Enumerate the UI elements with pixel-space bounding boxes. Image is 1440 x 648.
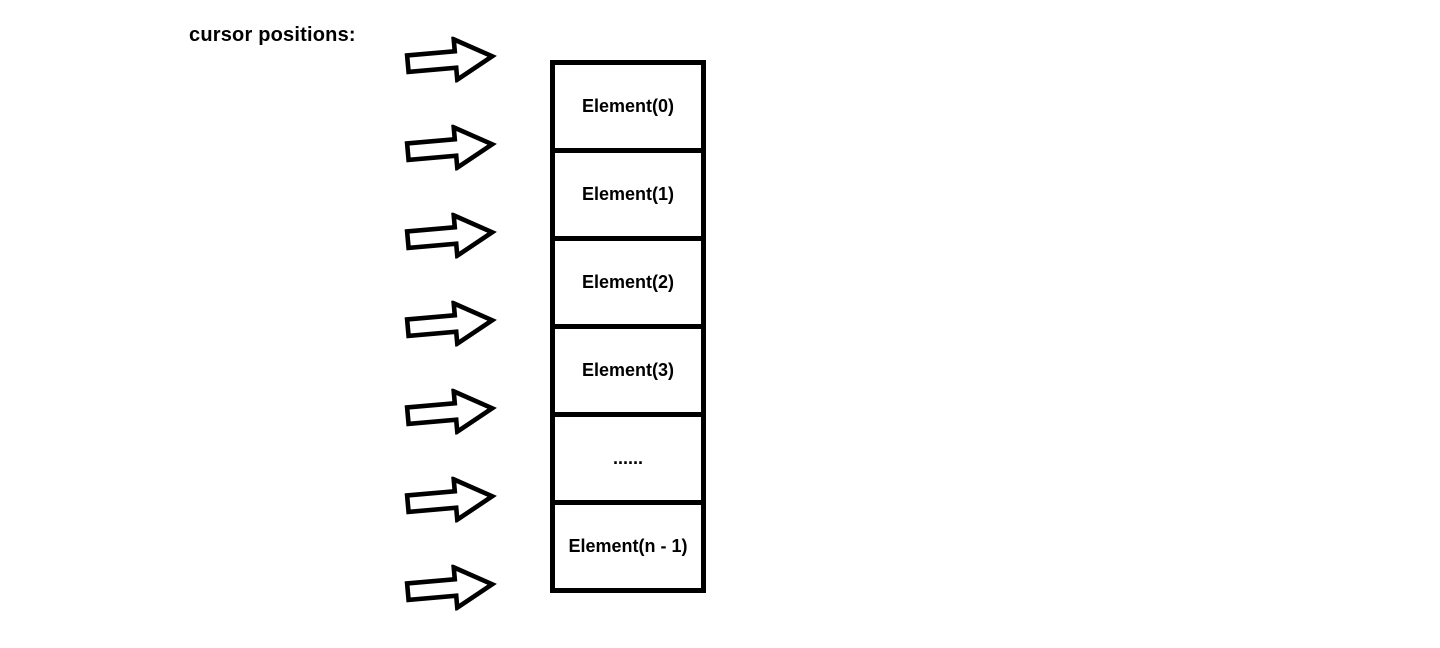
element-box: Element(1) bbox=[555, 153, 701, 241]
element-box: ...... bbox=[555, 417, 701, 505]
block-arrow-right-icon bbox=[401, 209, 499, 263]
element-box: Element(n - 1) bbox=[555, 505, 701, 588]
block-arrow-right-icon bbox=[401, 561, 499, 615]
block-arrow-right-icon bbox=[401, 473, 499, 527]
element-box: Element(3) bbox=[555, 329, 701, 417]
block-arrow-right-icon bbox=[401, 33, 499, 87]
element-box-label: Element(3) bbox=[581, 360, 675, 380]
cursor-arrows bbox=[401, 35, 499, 612]
element-box-label: Element(2) bbox=[581, 272, 675, 292]
element-list: Element(0) Element(1) Element(2) Element(3)… bbox=[550, 60, 706, 593]
element-box: Element(0) bbox=[555, 65, 701, 153]
element-box-label: ...... bbox=[612, 448, 643, 468]
element-box-label: Element(n - 1) bbox=[568, 536, 688, 556]
element-box: Element(2) bbox=[555, 241, 701, 329]
cursor-positions-label: cursor positions: bbox=[189, 24, 356, 46]
block-arrow-right-icon bbox=[401, 385, 499, 439]
block-arrow-right-icon bbox=[401, 121, 499, 175]
element-box-label: Element(1) bbox=[581, 184, 675, 204]
element-box-label: Element(0) bbox=[581, 96, 675, 116]
block-arrow-right-icon bbox=[401, 297, 499, 351]
